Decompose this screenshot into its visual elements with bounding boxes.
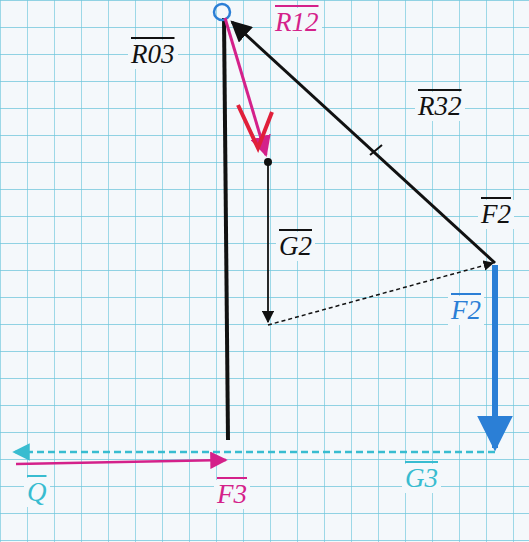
point — [264, 158, 272, 166]
force-label: Q — [24, 478, 50, 507]
force-vector — [16, 460, 226, 464]
force-label: F3 — [214, 480, 250, 509]
force-label: R32 — [415, 92, 465, 121]
force-label: F2 — [448, 296, 484, 325]
force-vector — [267, 165, 269, 322]
force-label: R12 — [272, 8, 322, 37]
force-label: G2 — [276, 232, 315, 261]
arrow-mark — [238, 105, 272, 148]
force-label: G3 — [402, 464, 441, 493]
force-label: F2 — [478, 200, 514, 229]
force-vector — [268, 263, 493, 325]
tick-mark — [370, 145, 382, 155]
force-vector — [232, 22, 495, 263]
pole-circle — [214, 4, 230, 20]
force-vector — [492, 265, 498, 448]
force-vector — [14, 451, 495, 454]
force-vector — [224, 18, 228, 440]
force-label: R03 — [128, 40, 178, 69]
force-vector — [225, 18, 266, 155]
